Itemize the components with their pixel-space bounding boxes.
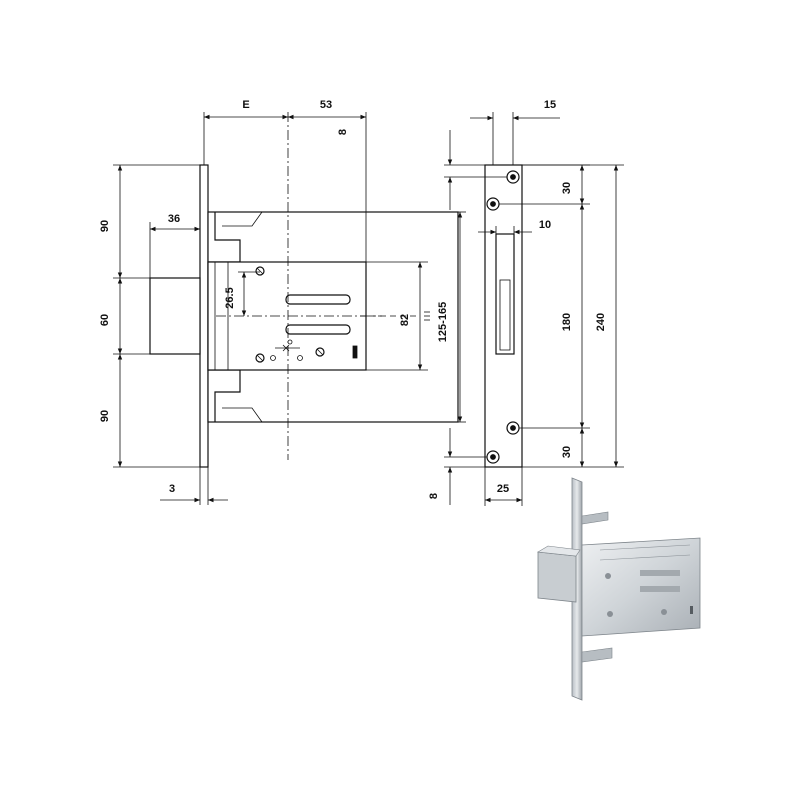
photo-lower-hook [581, 647, 613, 663]
front-view [149, 112, 459, 468]
dim-3-label: 3 [169, 483, 175, 495]
faceplate [199, 164, 209, 468]
lower-hook-tip [222, 407, 263, 423]
dim-26-5-label: 26.5 [224, 287, 236, 308]
dim-180-label: 180 [561, 313, 573, 331]
dim-82-label: 82 [399, 314, 411, 326]
dim-25-label: 25 [497, 483, 509, 495]
dim-60-label: 60 [99, 314, 111, 326]
dim-30-bottom-label: 30 [561, 446, 573, 458]
strike-plate-view [484, 164, 523, 468]
dim-8-top-label: 8 [337, 129, 349, 135]
dim-30-top-label: 30 [561, 182, 573, 194]
dim-10-label: 10 [539, 219, 551, 231]
lock-product-illustration [537, 477, 701, 701]
dim-90-top-label: 90 [99, 220, 111, 232]
dim-e-label: E [242, 99, 249, 111]
photo-upper-hook [581, 511, 609, 525]
upper-hook-tip [222, 211, 263, 227]
lower-slot [285, 324, 351, 335]
dim-15-label: 15 [544, 99, 556, 111]
deadbolt [149, 277, 201, 355]
keyhole [352, 345, 358, 359]
front-view-dimensions: E 53 8 90 60 90 36 26.5 82 125-165 [99, 99, 466, 505]
dim-240-label: 240 [595, 313, 607, 331]
dim-90-bottom-label: 90 [99, 410, 111, 422]
dim-8-bottom-label: 8 [428, 493, 440, 499]
photo-faceplate [571, 477, 583, 701]
strike-plate-dimensions: 15 30 10 180 240 30 8 [428, 99, 624, 506]
photo-bolt [537, 551, 577, 603]
upper-slot [285, 294, 351, 305]
dim-36-label: 36 [168, 213, 180, 225]
dim-53-label: 53 [320, 99, 332, 111]
dim-125-165-label: 125-165 [437, 302, 449, 342]
